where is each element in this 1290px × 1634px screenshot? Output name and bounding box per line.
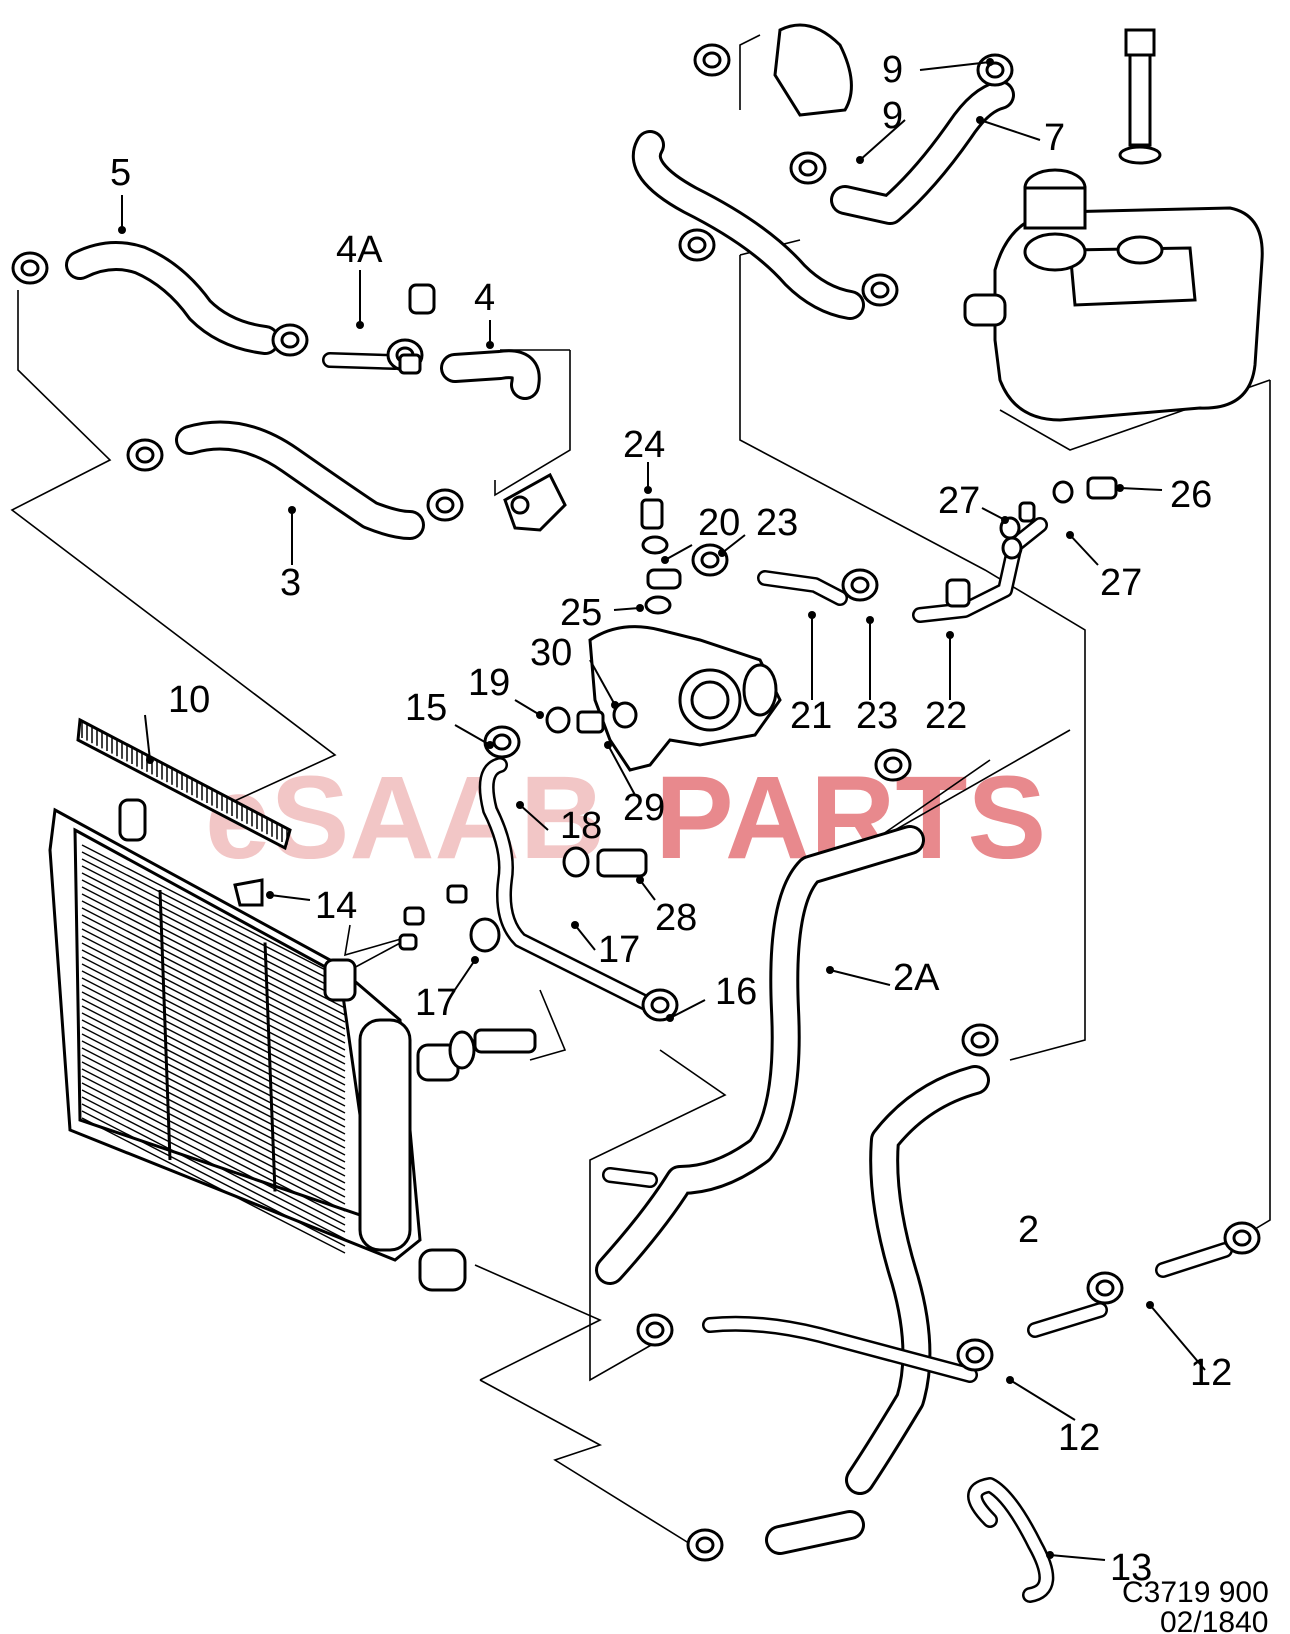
callout-9-upper: 9 — [882, 49, 903, 91]
callout-17-right: 17 — [598, 929, 640, 971]
callout-23-lower: 23 — [856, 695, 898, 737]
drawing-reference: C3719 900 02/1840 — [1122, 1576, 1269, 1634]
radiator-sensor — [448, 1028, 537, 1070]
turbo-housing — [588, 625, 782, 772]
drawing-code: C3719 900 — [1122, 1576, 1269, 1609]
callout-13: 13 — [1110, 1547, 1152, 1589]
callout-17-left: 17 — [415, 982, 457, 1024]
radiator — [48, 798, 467, 1292]
expansion-tank — [963, 28, 1264, 422]
callout-24: 24 — [623, 424, 665, 466]
callout-28: 28 — [655, 897, 697, 939]
callout-25: 25 — [560, 592, 602, 634]
callout-labels: 2 2A 3 4 4A 5 7 9 9 10 12 12 13 14 15 16… — [110, 49, 1232, 1589]
fittings — [233, 353, 1118, 953]
drawing-date: 02/1840 — [1160, 1606, 1268, 1634]
callout-3: 3 — [280, 562, 301, 604]
callout-2: 2 — [1018, 1209, 1039, 1251]
seal-strip — [76, 717, 292, 851]
hose-clamps — [11, 43, 1261, 1562]
callout-27-left: 27 — [938, 480, 980, 522]
callout-12-left: 12 — [1058, 1417, 1100, 1459]
callout-15: 15 — [405, 687, 447, 729]
watermark: eSAAB PARTS — [205, 752, 1046, 884]
callout-19: 19 — [468, 662, 510, 704]
callout-29: 29 — [623, 787, 665, 829]
callout-9-lower: 9 — [882, 95, 903, 137]
thermostat-housing — [503, 472, 567, 532]
watermark-left: eSAAB — [205, 752, 605, 884]
callout-14: 14 — [315, 885, 357, 927]
callout-21: 21 — [790, 695, 832, 737]
callout-5: 5 — [110, 152, 131, 194]
callout-7: 7 — [1044, 117, 1065, 159]
callout-26: 26 — [1170, 474, 1212, 516]
callout-12-right: 12 — [1190, 1352, 1232, 1394]
callout-16: 16 — [715, 971, 757, 1013]
callout-20: 20 — [698, 502, 740, 544]
callout-10: 10 — [168, 679, 210, 721]
callout-leaders — [118, 58, 1206, 1561]
callout-18: 18 — [560, 805, 602, 847]
callout-30: 30 — [530, 632, 572, 674]
callout-4: 4 — [474, 277, 495, 319]
callout-22: 22 — [925, 695, 967, 737]
callout-4a: 4A — [336, 229, 383, 271]
callout-2a: 2A — [893, 957, 940, 999]
callout-27-right: 27 — [1100, 562, 1142, 604]
callout-23-upper: 23 — [756, 502, 798, 544]
